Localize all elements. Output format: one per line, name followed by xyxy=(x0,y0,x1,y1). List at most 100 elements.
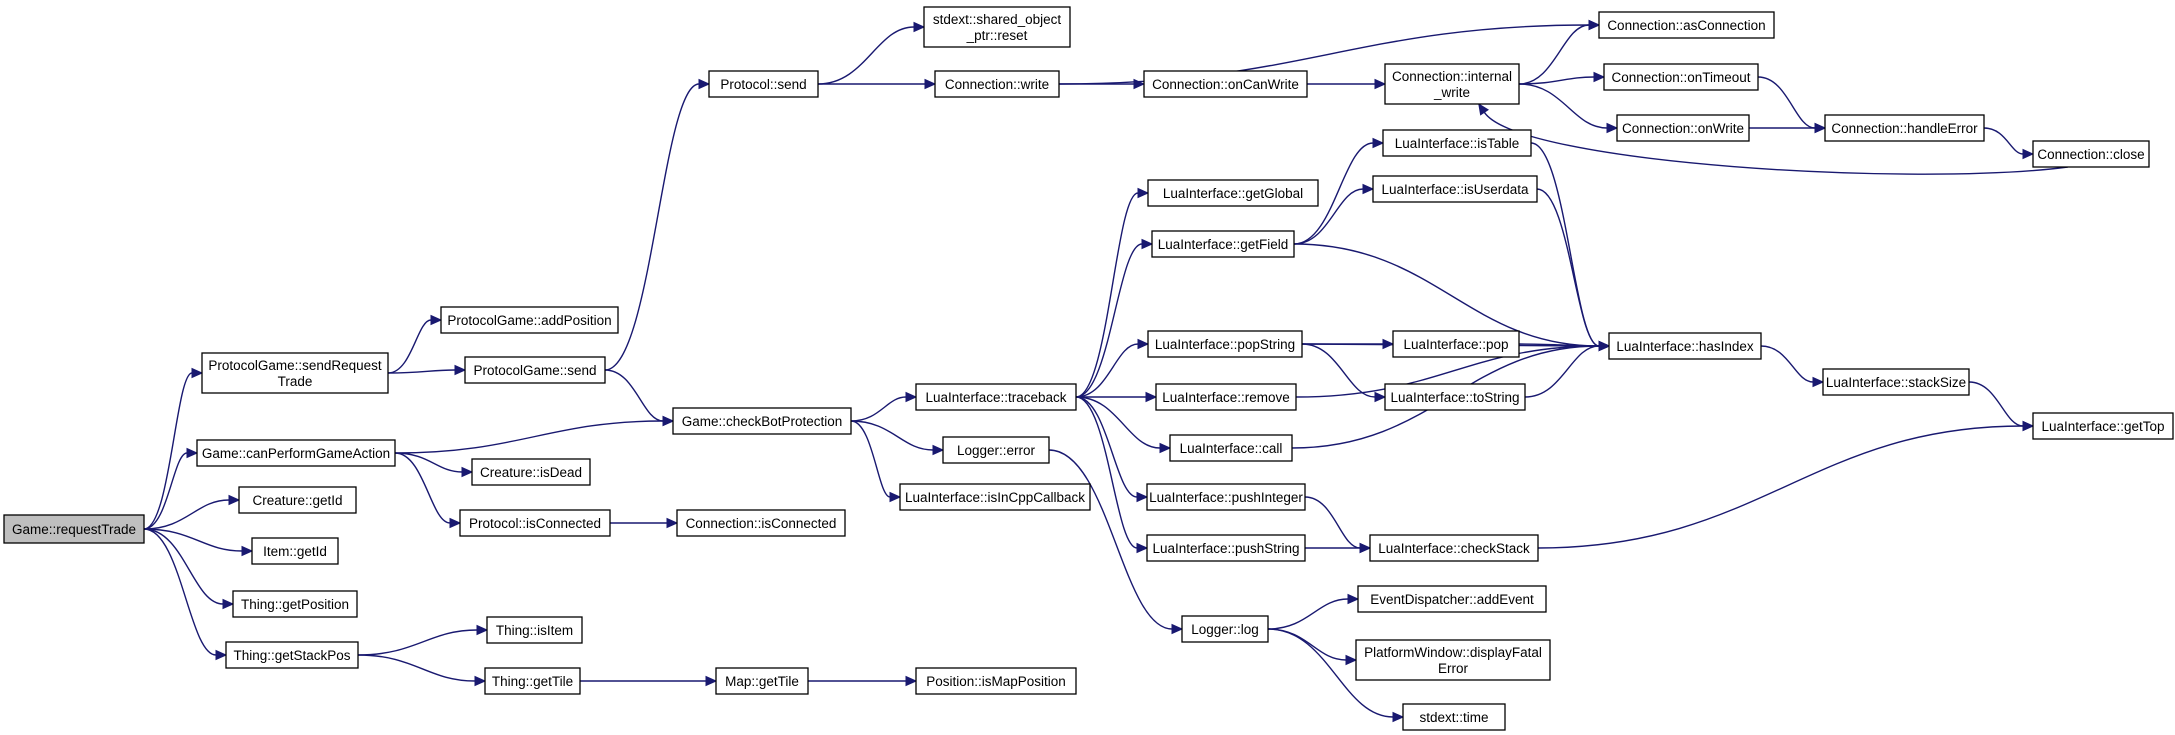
node-label: LuaInterface::traceback xyxy=(925,390,1066,405)
node-logger-log[interactable]: Logger::log xyxy=(1181,615,1269,643)
node-thing-get-stack-pos[interactable]: Thing::getStackPos xyxy=(225,641,359,669)
node-pg-send[interactable]: ProtocolGame::send xyxy=(464,356,606,384)
node-box xyxy=(915,383,1077,411)
node-lua-traceback[interactable]: LuaInterface::traceback xyxy=(915,383,1077,411)
node-can-perform[interactable]: Game::canPerformGameAction xyxy=(196,439,396,467)
node-pos-is-map[interactable]: Position::isMapPosition xyxy=(915,667,1077,695)
node-item-get-id[interactable]: Item::getId xyxy=(251,537,339,565)
node-stdext-reset[interactable]: stdext::shared_object_ptr::reset xyxy=(923,6,1071,48)
node-label: LuaInterface::call xyxy=(1180,441,1283,456)
node-map-get-tile[interactable]: Map::getTile xyxy=(715,667,809,695)
node-lua-is-table[interactable]: LuaInterface::isTable xyxy=(1382,129,1532,157)
node-label: Thing::isItem xyxy=(496,623,573,638)
node-box xyxy=(1372,175,1538,203)
node-box xyxy=(899,483,1091,511)
node-lua-get-field[interactable]: LuaInterface::getField xyxy=(1151,230,1295,258)
node-label: Trade xyxy=(278,374,313,389)
node-lua-has-index[interactable]: LuaInterface::hasIndex xyxy=(1608,332,1762,360)
node-root[interactable]: Game::requestTrade xyxy=(3,514,145,544)
node-label: LuaInterface::pop xyxy=(1403,337,1508,352)
node-conn-handle-error[interactable]: Connection::handleError xyxy=(1824,114,1985,142)
edge-conn-handle-error-to-conn-close xyxy=(1983,127,2035,160)
edge-line xyxy=(1537,425,2024,549)
edge-root-to-pg-send-request-trade xyxy=(143,367,204,530)
node-logger-error[interactable]: Logger::error xyxy=(942,436,1050,464)
node-box xyxy=(1146,483,1306,511)
edge-arrowhead xyxy=(241,545,254,557)
edge-line xyxy=(143,452,188,530)
node-label: Thing::getTile xyxy=(492,674,573,689)
edge-line xyxy=(1075,192,1139,398)
edge-line xyxy=(394,452,451,524)
node-conn-is-connected[interactable]: Connection::isConnected xyxy=(676,509,846,537)
edge-arrowhead xyxy=(1171,623,1184,635)
node-thing-get-tile[interactable]: Thing::getTile xyxy=(484,667,581,695)
node-lua-push-integer[interactable]: LuaInterface::pushInteger xyxy=(1146,483,1306,511)
node-label: LuaInterface::isUserdata xyxy=(1381,182,1529,197)
node-conn-on-can-write[interactable]: Connection::onCanWrite xyxy=(1143,70,1308,98)
node-lua-remove[interactable]: LuaInterface::remove xyxy=(1155,383,1297,411)
node-conn-internal-write[interactable]: Connection::internal_write xyxy=(1384,63,1520,105)
node-lua-check-stack[interactable]: LuaInterface::checkStack xyxy=(1369,534,1539,562)
node-lua-get-global[interactable]: LuaInterface::getGlobal xyxy=(1147,179,1319,207)
node-label: _write xyxy=(1433,85,1470,100)
node-stdext-time[interactable]: stdext::time xyxy=(1402,703,1506,731)
node-creature-get-id[interactable]: Creature::getId xyxy=(238,486,357,514)
edge-line xyxy=(1518,83,1608,129)
node-protocol-send[interactable]: Protocol::send xyxy=(708,70,819,98)
node-thing-is-item[interactable]: Thing::isItem xyxy=(486,616,583,644)
edge-arrowhead xyxy=(474,675,487,687)
edge-lua-get-field-to-lua-is-table xyxy=(1293,137,1385,245)
node-lua-to-string[interactable]: LuaInterface::toString xyxy=(1384,383,1526,411)
node-conn-as-connection[interactable]: Connection::asConnection xyxy=(1598,11,1775,39)
node-box xyxy=(1616,114,1750,142)
node-label: Logger::error xyxy=(957,443,1036,458)
node-pg-add-position[interactable]: ProtocolGame::addPosition xyxy=(440,306,619,334)
edge-conn-internal-write-to-conn-as-connection xyxy=(1518,19,1601,85)
node-lua-is-userdata[interactable]: LuaInterface::isUserdata xyxy=(1372,175,1538,203)
node-lua-push-string[interactable]: LuaInterface::pushString xyxy=(1146,534,1306,562)
edge-line xyxy=(604,369,664,422)
node-lua-stack-size[interactable]: LuaInterface::stackSize xyxy=(1822,368,1970,396)
node-label: LuaInterface::pushInteger xyxy=(1149,490,1303,505)
node-label: LuaInterface::getTop xyxy=(2041,419,2164,434)
node-conn-write[interactable]: Connection::write xyxy=(934,70,1060,98)
node-box xyxy=(2032,140,2150,168)
edge-line xyxy=(1293,142,1374,245)
node-check-bot[interactable]: Game::checkBotProtection xyxy=(672,407,852,435)
node-box xyxy=(715,667,809,695)
edge-line xyxy=(1536,188,1600,347)
node-creature-is-dead[interactable]: Creature::isDead xyxy=(471,458,591,486)
edge-arrowhead xyxy=(1136,491,1149,503)
node-lua-get-top[interactable]: LuaInterface::getTop xyxy=(2032,412,2174,440)
node-conn-close[interactable]: Connection::close xyxy=(2032,140,2150,168)
node-label: Position::isMapPosition xyxy=(926,674,1066,689)
edge-arrowhead xyxy=(889,491,902,503)
node-label: Item::getId xyxy=(263,544,327,559)
edge-line xyxy=(1983,127,2024,155)
node-ed-add-event[interactable]: EventDispatcher::addEvent xyxy=(1357,585,1547,613)
node-protocol-is-connected[interactable]: Protocol::isConnected xyxy=(459,509,611,537)
node-box xyxy=(1384,63,1520,105)
edge-lua-traceback-to-lua-get-global xyxy=(1075,187,1150,398)
edge-arrowhead xyxy=(662,415,675,427)
node-lua-pop[interactable]: LuaInterface::pop xyxy=(1392,330,1520,358)
edge-arrowhead xyxy=(905,675,918,687)
node-conn-on-timeout[interactable]: Connection::onTimeout xyxy=(1603,63,1759,91)
node-label: Map::getTile xyxy=(725,674,799,689)
node-box xyxy=(1608,332,1762,360)
node-conn-on-write[interactable]: Connection::onWrite xyxy=(1616,114,1750,142)
node-label: Protocol::send xyxy=(720,77,806,92)
edge-thing-get-stack-pos-to-thing-is-item xyxy=(357,624,489,656)
edge-arrowhead xyxy=(191,367,204,379)
node-lua-call[interactable]: LuaInterface::call xyxy=(1169,434,1293,462)
edge-arrowhead xyxy=(449,517,462,529)
node-label: Connection::onWrite xyxy=(1622,121,1744,136)
node-lua-pop-string[interactable]: LuaInterface::popString xyxy=(1147,330,1303,358)
edge-line xyxy=(1267,598,1349,630)
node-thing-get-position[interactable]: Thing::getPosition xyxy=(232,590,358,618)
edge-can-perform-to-creature-is-dead xyxy=(394,452,474,478)
node-lua-is-in-cpp[interactable]: LuaInterface::isInCppCallback xyxy=(899,483,1091,511)
